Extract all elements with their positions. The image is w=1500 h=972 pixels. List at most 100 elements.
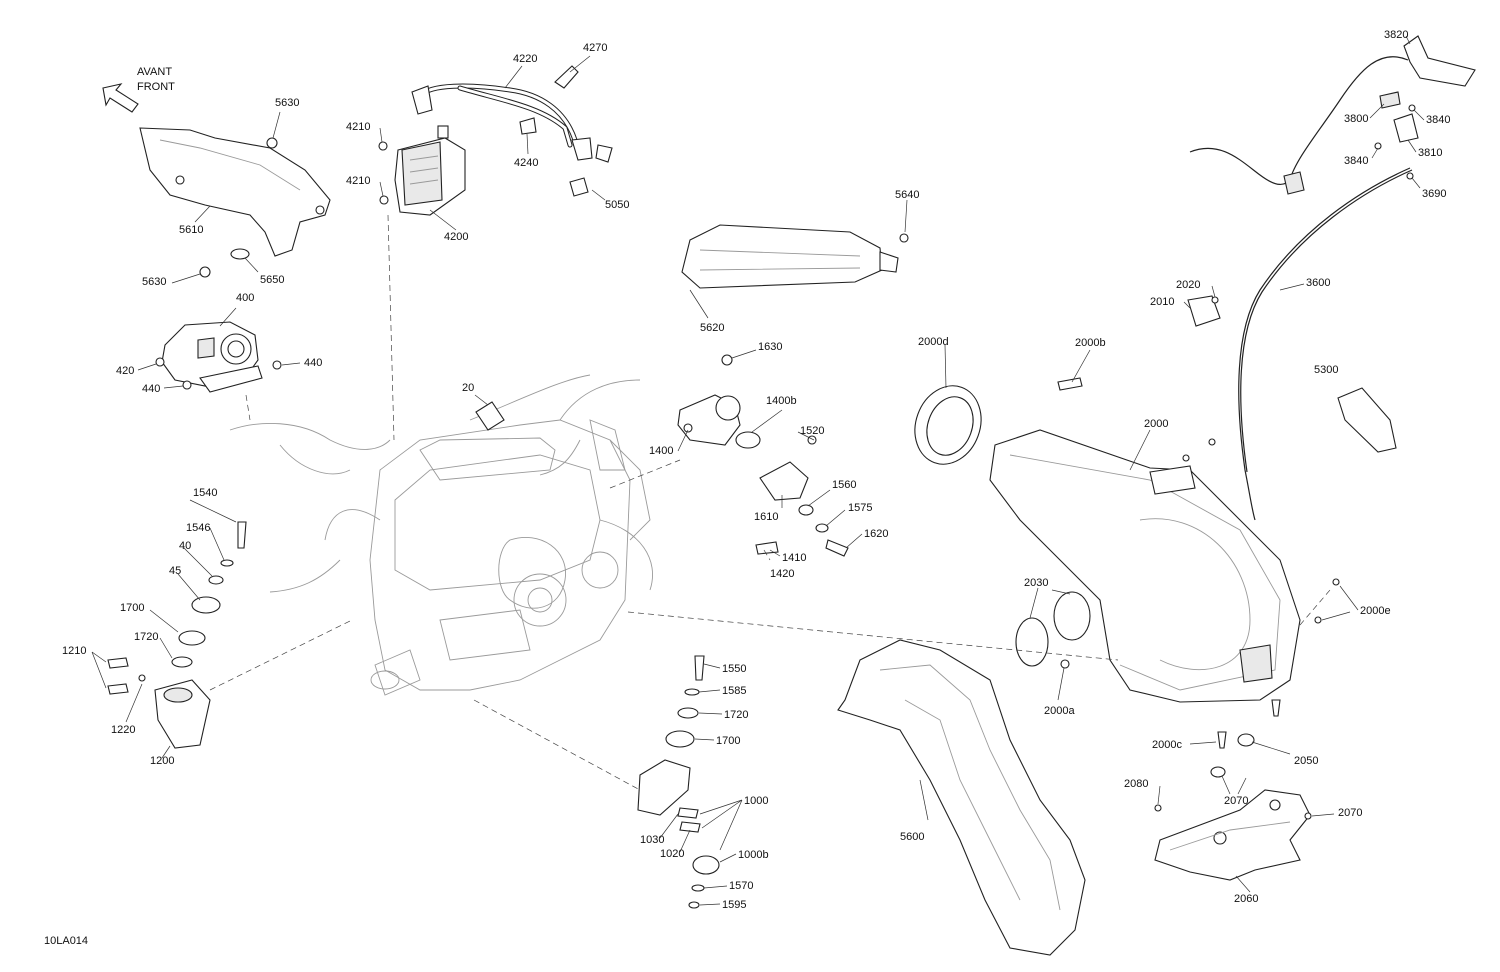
callout-1570: 1570: [729, 880, 753, 892]
part-440-fastener: [272, 360, 282, 370]
assembly-line: [763, 549, 771, 561]
callout-2020: 2020: [1176, 279, 1200, 291]
part-5050-connector: [569, 177, 589, 197]
callout-440: 440: [142, 383, 160, 395]
part-5630-screw: [199, 266, 211, 278]
callout-4210: 4210: [346, 121, 370, 133]
part-1570-washer: [691, 884, 705, 892]
part-2030-clamp: [1053, 591, 1091, 641]
part-1410-bolt: [755, 541, 779, 555]
part-5630-screw: [266, 137, 278, 149]
part-1700-spacer: [665, 730, 695, 748]
part-1720-washer: [677, 707, 699, 719]
callout-1560: 1560: [832, 479, 856, 491]
part-1585-washer: [684, 688, 700, 696]
part-3800-sensor: [1379, 91, 1401, 109]
callout-1210: 1210: [62, 645, 86, 657]
callout-1420: 1420: [770, 568, 794, 580]
part-1000-mount-bracket: [637, 759, 691, 816]
callout-3800: 3800: [1344, 113, 1368, 125]
callout-4200: 4200: [444, 231, 468, 243]
part-1020-bolt: [679, 821, 701, 833]
callout-3840: 3840: [1344, 155, 1368, 167]
part-4270-clip: [554, 65, 579, 89]
part-2000-fastener: [1182, 454, 1190, 462]
callout-1620: 1620: [864, 528, 888, 540]
callout-3840: 3840: [1426, 114, 1450, 126]
callout-1546: 1546: [186, 522, 210, 534]
part-440-fastener: [182, 380, 192, 390]
part-2010-connector: [1187, 295, 1221, 327]
callout-1585: 1585: [722, 685, 746, 697]
callout-1700: 1700: [716, 735, 740, 747]
callout-2000e: 2000e: [1360, 605, 1391, 617]
callout-5610: 5610: [179, 224, 203, 236]
callout-1400: 1400: [649, 445, 673, 457]
part-2050-grommet: [1210, 766, 1226, 778]
direction-label-en: FRONT: [137, 81, 175, 93]
assembly-line: [473, 699, 641, 791]
part-2070-fastener: [1304, 812, 1312, 820]
part-2000e-fastener: [1332, 578, 1340, 586]
callout-5050: 5050: [605, 199, 629, 211]
part-1030-bolt: [677, 807, 699, 819]
part-3690-fastener: [1406, 172, 1414, 180]
callout-3820: 3820: [1384, 29, 1408, 41]
callout-5630: 5630: [142, 276, 166, 288]
part-2030-clamp: [1015, 617, 1049, 667]
callout-2000d: 2000d: [918, 336, 949, 348]
part-1210-bolt: [107, 683, 129, 695]
part-1210-bolt: [107, 657, 129, 669]
callout-45: 45: [169, 565, 181, 577]
callout-400: 400: [236, 292, 254, 304]
callout-3600: 3600: [1306, 277, 1330, 289]
part-40-washer: [208, 575, 224, 585]
part-2000d-seal: [914, 385, 982, 465]
part-45-damper: [191, 596, 221, 614]
part-1720-washer: [171, 656, 193, 668]
callout-1000: 1000: [744, 795, 768, 807]
engine-assembly: [229, 374, 653, 696]
callout-4210: 4210: [346, 175, 370, 187]
part-3820-bracket: [1403, 35, 1476, 87]
part-1000b-damper: [692, 855, 720, 875]
arrow-up-left-icon: [102, 83, 139, 113]
assembly-line: [209, 619, 353, 691]
part-2000e-fastener: [1314, 616, 1322, 624]
callout-1200: 1200: [150, 755, 174, 767]
callout-2070: 2070: [1224, 795, 1248, 807]
sensor-wire: [1289, 56, 1409, 181]
part-20-dowel: [475, 401, 505, 431]
callout-2000a: 2000a: [1044, 705, 1075, 717]
callout-2000: 2000: [1144, 418, 1168, 430]
part-1400-bracket: [677, 394, 741, 446]
part-400-actuator: [161, 321, 263, 393]
callout-1610: 1610: [754, 511, 778, 523]
part-5300-cap: [1337, 387, 1397, 453]
callout-1630: 1630: [758, 341, 782, 353]
callout-40: 40: [179, 540, 191, 552]
callout-3810: 3810: [1418, 147, 1442, 159]
part-1520-fastener: [807, 435, 817, 445]
callout-5600: 5600: [900, 831, 924, 843]
part-4200-coil-module: [394, 125, 466, 216]
callout-2070: 2070: [1338, 807, 1362, 819]
callout-1030: 1030: [640, 834, 664, 846]
callout-1520: 1520: [800, 425, 824, 437]
callout-2060: 2060: [1234, 893, 1258, 905]
part-5610-heat-shield: [139, 127, 331, 257]
part-3600-cable: [1240, 169, 1413, 473]
callout-2000c: 2000c: [1152, 739, 1182, 751]
assembly-line: [609, 459, 681, 489]
callout-2000b: 2000b: [1075, 337, 1106, 349]
part-1400b-damper: [735, 431, 761, 449]
part-4210-screw: [379, 195, 389, 205]
part-1540-bolt: [237, 521, 247, 549]
callout-1400b: 1400b: [766, 395, 797, 407]
callout-1595: 1595: [722, 899, 746, 911]
part-2000a-fastener: [1060, 659, 1070, 669]
leader-lines: [91, 35, 1425, 906]
part-4210-screw: [378, 141, 388, 151]
part-3600-cable: [1238, 167, 1411, 521]
